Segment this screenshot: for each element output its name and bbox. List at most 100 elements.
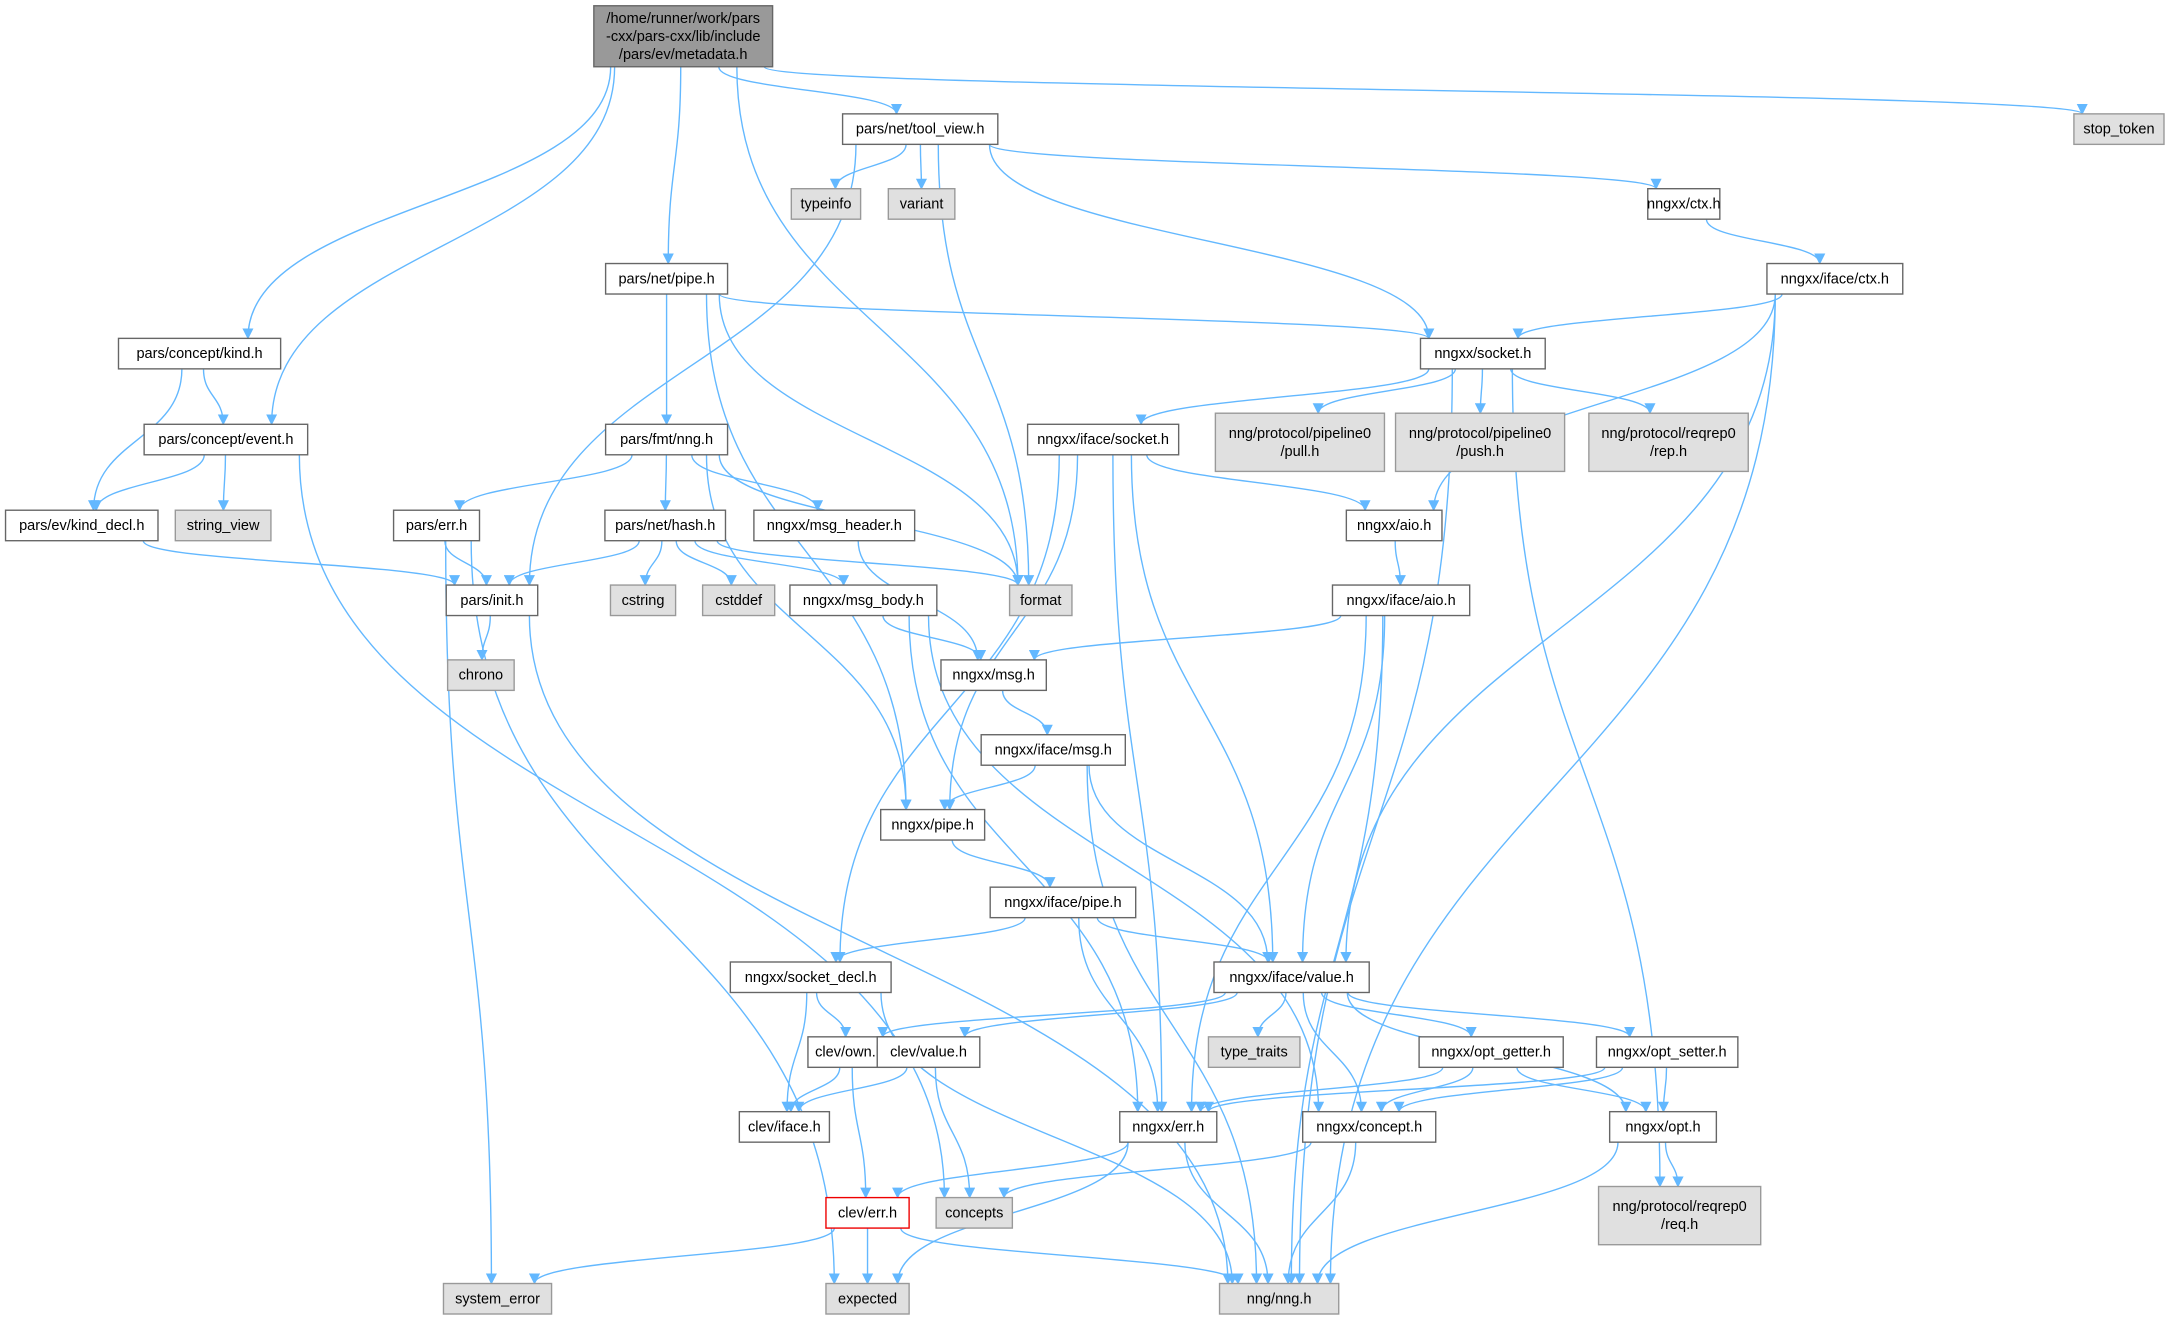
node-label: system_error <box>455 1291 540 1307</box>
node-label: /pars/ev/metadata.h <box>619 47 748 63</box>
node-ctx[interactable]: nngxx/ctx.h <box>1647 188 1721 220</box>
node-nngxx-err[interactable]: nngxx/err.h <box>1119 1110 1218 1143</box>
edge-hash-to-cstddef <box>675 540 737 587</box>
node-box <box>442 1282 553 1315</box>
node-event[interactable]: pars/concept/event.h <box>143 423 309 456</box>
node-iface-msg[interactable]: nngxx/iface/msg.h <box>980 734 1126 766</box>
node-kind[interactable]: pars/concept/kind.h <box>117 337 282 370</box>
node-box <box>174 509 272 542</box>
node-label: nngxx/opt.h <box>1625 1119 1700 1135</box>
node-label: nngxx/msg.h <box>952 668 1034 684</box>
node-label: cstddef <box>715 593 763 609</box>
node-clev-err[interactable]: clev/err.h <box>825 1196 910 1229</box>
node-opt[interactable]: nngxx/opt.h <box>1608 1110 1718 1143</box>
node-concept[interactable]: nngxx/concept.h <box>1301 1110 1437 1143</box>
node-label: clev/value.h <box>890 1045 967 1061</box>
edge-net-pipe-to-pipe <box>705 294 912 811</box>
node-box <box>935 1196 1014 1229</box>
node-box <box>841 113 999 146</box>
node-msg[interactable]: nngxx/msg.h <box>940 659 1048 692</box>
edge-event-to-concepts <box>298 454 950 1199</box>
node-cstddef[interactable]: cstddef <box>701 584 776 617</box>
node-label: clev/own.h <box>815 1045 884 1061</box>
node-clev-iface[interactable]: clev/iface.h <box>738 1110 831 1143</box>
edge-iface-socket-to-nngxx-err <box>1112 454 1168 1113</box>
node-box <box>880 808 986 841</box>
node-chrono[interactable]: chrono <box>446 659 515 692</box>
node-box <box>887 188 956 220</box>
node-cstring[interactable]: cstring <box>609 584 677 617</box>
node-format[interactable]: format <box>1008 584 1073 617</box>
node-opt-getter[interactable]: nngxx/opt_getter.h <box>1418 1036 1564 1069</box>
node-label: nngxx/opt_getter.h <box>1431 1045 1551 1061</box>
edge-msg-body-to-concept <box>927 615 1325 1113</box>
node-box <box>729 961 892 994</box>
node-box <box>789 584 938 617</box>
node-pipe[interactable]: nngxx/pipe.h <box>880 808 986 841</box>
node-iface-socket[interactable]: nngxx/iface/socket.h <box>1026 423 1180 456</box>
edge-pars-err-to-init <box>444 540 492 587</box>
node-system-error[interactable]: system_error <box>442 1282 553 1315</box>
node-iface-value[interactable]: nngxx/iface/value.h <box>1213 961 1370 994</box>
edge-socket-decl-to-clev-iface <box>781 992 808 1113</box>
node-clev-value[interactable]: clev/value.h <box>876 1036 981 1069</box>
node-kind-decl[interactable]: pars/ev/kind_decl.h <box>4 509 159 542</box>
node-tool-view[interactable]: pars/net/tool_view.h <box>841 113 999 146</box>
edge-iface-value-to-opt-getter <box>1320 992 1477 1038</box>
node-iface-aio[interactable]: nngxx/iface/aio.h <box>1331 584 1471 617</box>
node-box <box>1595 1036 1739 1069</box>
node-net-pipe[interactable]: pars/net/pipe.h <box>604 262 729 295</box>
node-msg-body[interactable]: nngxx/msg_body.h <box>789 584 938 617</box>
edge-nngxx-err-to-nng <box>1184 1142 1274 1285</box>
node-label: nngxx/pipe.h <box>891 817 973 833</box>
node-typeinfo[interactable]: typeinfo <box>790 188 862 220</box>
node-hash[interactable]: pars/net/hash.h <box>604 509 727 542</box>
node-pars-err[interactable]: pars/err.h <box>392 509 481 542</box>
node-init[interactable]: pars/init.h <box>445 584 539 617</box>
node-pull[interactable]: nng/protocol/pipeline0/pull.h <box>1214 412 1386 473</box>
node-label: chrono <box>459 668 503 684</box>
node-expected[interactable]: expected <box>825 1282 910 1315</box>
node-type-traits[interactable]: type_traits <box>1207 1036 1301 1069</box>
edge-root-to-format <box>736 66 1024 587</box>
node-variant[interactable]: variant <box>887 188 956 220</box>
edges <box>88 66 2088 1285</box>
node-box <box>1597 1185 1762 1246</box>
node-box <box>446 659 515 692</box>
node-opt-setter[interactable]: nngxx/opt_setter.h <box>1595 1036 1739 1069</box>
edge-concept-to-concepts <box>998 1141 1312 1199</box>
edge-iface-pipe-to-socket-decl <box>830 917 1026 964</box>
node-rep[interactable]: nng/protocol/reqrep0/rep.h <box>1588 412 1749 473</box>
node-stop-token[interactable]: stop_token <box>2073 113 2165 146</box>
edge-kind-decl-to-init <box>142 540 460 587</box>
node-socket-decl[interactable]: nngxx/socket_decl.h <box>729 961 892 994</box>
node-iface-ctx[interactable]: nngxx/iface/ctx.h <box>1766 262 1904 295</box>
node-string-view[interactable]: string_view <box>174 509 272 542</box>
node-box <box>940 659 1048 692</box>
node-msg-header[interactable]: nngxx/msg_header.h <box>753 509 916 542</box>
node-concepts[interactable]: concepts <box>935 1196 1014 1229</box>
edge-pipe-to-iface-pipe <box>951 839 1056 889</box>
edge-kind-to-kind-decl <box>88 368 183 512</box>
edge-init-to-nng <box>528 615 1234 1285</box>
node-root[interactable]: /home/runner/work/pars-cxx/pars-cxx/lib/… <box>593 5 774 68</box>
node-box <box>4 509 159 542</box>
node-label: stop_token <box>2083 122 2154 138</box>
node-fmt-nng[interactable]: pars/fmt/nng.h <box>604 423 729 456</box>
node-req[interactable]: nng/protocol/reqrep0/req.h <box>1597 1185 1762 1246</box>
node-box <box>1218 1282 1340 1315</box>
node-label: /rep.h <box>1650 444 1687 460</box>
node-socket[interactable]: nngxx/socket.h <box>1419 337 1546 370</box>
edge-socket-to-nng <box>1293 368 1453 1285</box>
edge-iface-pipe-to-nngxx-err <box>1078 917 1164 1113</box>
node-box <box>701 584 776 617</box>
node-box <box>825 1196 910 1229</box>
node-push[interactable]: nng/protocol/pipeline0/push.h <box>1394 412 1566 473</box>
node-box <box>1008 584 1073 617</box>
node-iface-pipe[interactable]: nngxx/iface/pipe.h <box>989 886 1137 919</box>
node-aio[interactable]: nngxx/aio.h <box>1345 509 1443 542</box>
node-label: clev/iface.h <box>748 1119 821 1135</box>
node-nng[interactable]: nng/nng.h <box>1218 1282 1340 1315</box>
edge-nngxx-err-to-clev-err <box>892 1141 1129 1199</box>
node-box <box>989 886 1137 919</box>
